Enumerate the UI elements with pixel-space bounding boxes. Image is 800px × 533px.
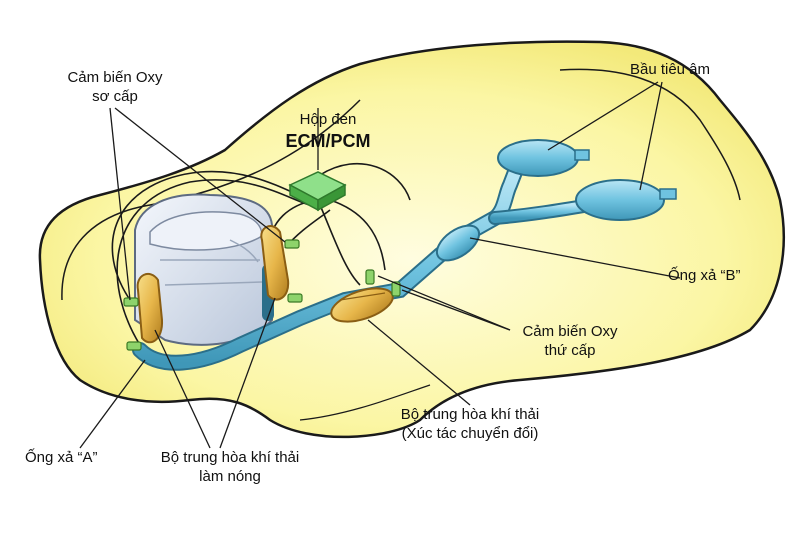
label-line: (Xúc tác chuyển đổi): [401, 425, 539, 442]
label-line: thứ cấp: [544, 342, 596, 359]
label-line: ECM/PCM: [285, 131, 371, 151]
label-pipe-b: Ống xả “B”: [668, 266, 778, 285]
leader-lines: [79, 81, 681, 449]
label-ecm: Hộp đen ECM/PCM: [268, 110, 388, 153]
label-line: làm nóng: [199, 468, 261, 485]
label-line: sơ cấp: [92, 88, 138, 105]
ecm-box: [288, 171, 347, 212]
label-secondary-oxygen-sensor: Cảm biến Oxy thứ cấp: [505, 322, 635, 360]
warmup-converter-left: [136, 272, 164, 344]
label-line: Cảm biến Oxy: [67, 69, 163, 86]
warmup-converter-right: [260, 225, 290, 301]
label-main-catalytic-converter: Bộ trung hòa khí thải (Xúc tác chuyển đổ…: [375, 405, 565, 443]
label-muffler: Bầu tiêu âm: [610, 60, 730, 79]
oxygen-sensor: [123, 239, 401, 351]
engine-block: [134, 193, 273, 346]
car-contour-line: [559, 68, 741, 201]
muffler-front: [497, 139, 590, 177]
label-line: Bầu tiêu âm: [629, 61, 711, 78]
car-contour-line: [299, 384, 431, 421]
label-line: Ống xả “B”: [668, 267, 741, 284]
label-line: Cảm biến Oxy: [522, 323, 618, 340]
label-primary-oxygen-sensor: Cảm biến Oxy sơ cấp: [40, 68, 190, 106]
label-warmup-catalytic-converter: Bộ trung hòa khí thải làm nóng: [140, 448, 320, 486]
label-line: Hộp đen: [299, 111, 357, 128]
label-line: Bộ trung hòa khí thải: [160, 449, 300, 466]
main-catalytic-converter: [330, 287, 394, 323]
muffler-rear: [575, 179, 677, 221]
label-line: Ống xả “A”: [25, 449, 98, 466]
resonator: [435, 224, 481, 262]
label-line: Bộ trung hòa khí thải: [400, 406, 540, 423]
label-pipe-a: Ống xả “A”: [25, 448, 135, 467]
